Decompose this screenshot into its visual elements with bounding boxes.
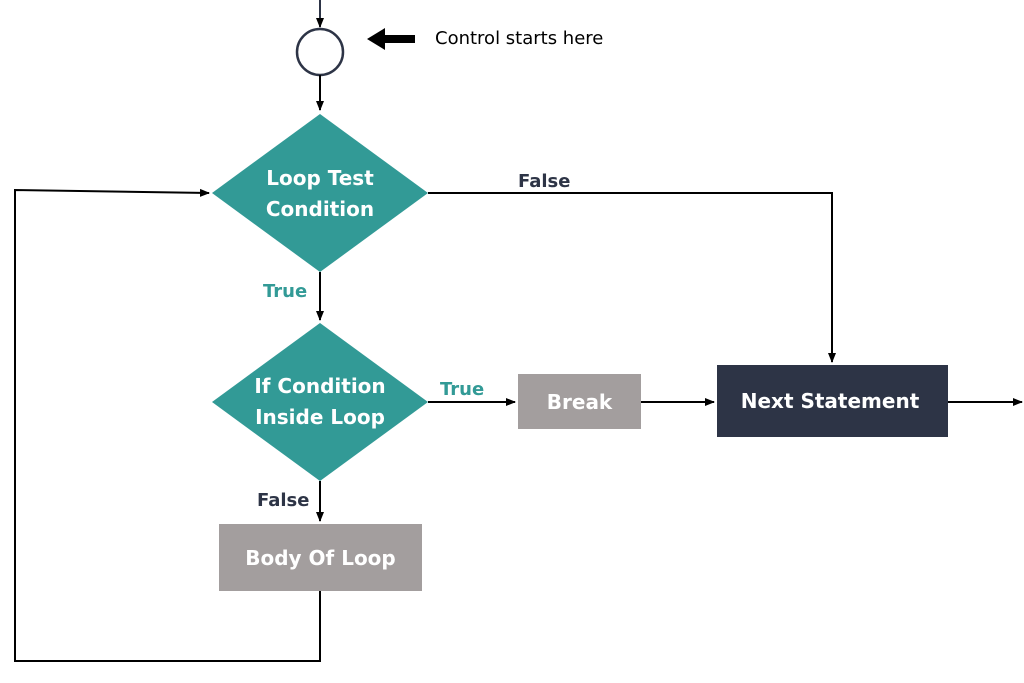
break-label: Break [547, 390, 613, 414]
edge-label-loop-true: True [263, 281, 307, 302]
next-statement-box: Next Statement [717, 365, 948, 437]
start-circle [295, 27, 345, 77]
body-of-loop-box: Body Of Loop [219, 524, 422, 591]
next-statement-label: Next Statement [741, 389, 920, 413]
pointer-arrow-icon [367, 28, 415, 50]
edge-label-if-true: True [440, 379, 484, 400]
start-annotation: Control starts here [435, 28, 603, 49]
edge-label-if-false: False [257, 490, 309, 511]
edge-label-loop-false: False [518, 171, 570, 192]
if-condition-decision: If Condition Inside Loop [212, 323, 428, 481]
edge-loop-back [14, 188, 321, 662]
edge-loop-test-false [428, 192, 836, 363]
if-condition-label-line1: If Condition [254, 374, 385, 398]
loop-test-decision: Loop Test Condition [212, 114, 428, 272]
body-of-loop-label: Body Of Loop [245, 546, 396, 570]
loop-test-label-line1: Loop Test [266, 166, 374, 190]
break-box: Break [518, 374, 641, 429]
if-condition-label-line2: Inside Loop [255, 405, 385, 429]
loop-test-label-line2: Condition [266, 197, 374, 221]
